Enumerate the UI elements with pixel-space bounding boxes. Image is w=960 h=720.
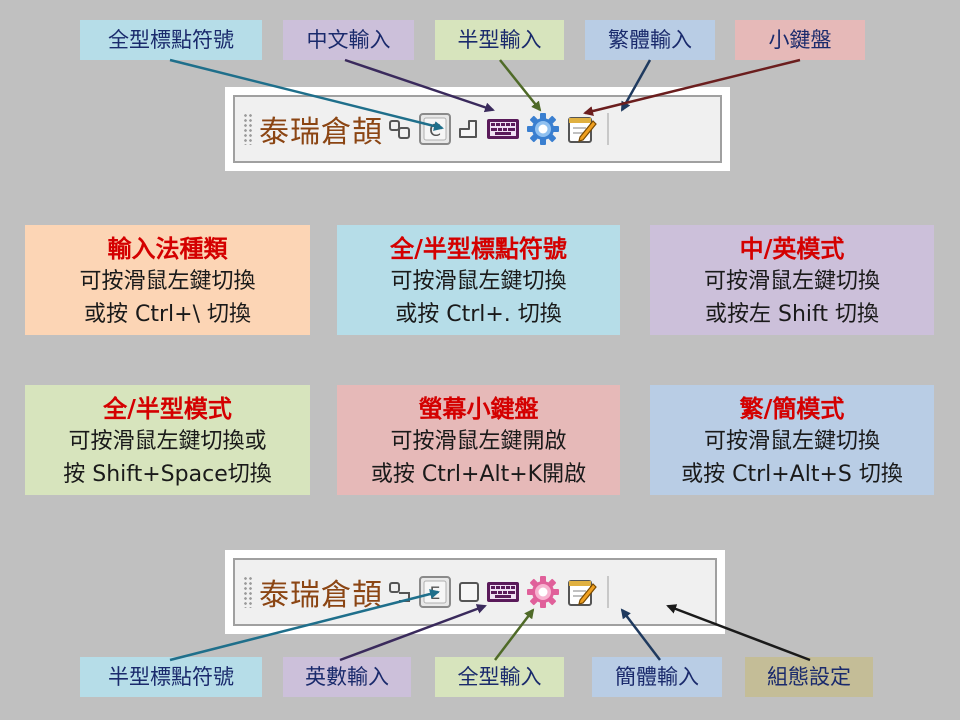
toolbar-top-screenshot: 泰瑞倉頡 C — [225, 87, 730, 171]
label-halfwidth-punctuation: 半型標點符號 — [80, 657, 262, 697]
arrow-fullwidth-input — [494, 608, 535, 661]
arrow-fullwidth-punctuation — [169, 58, 444, 131]
notepad-pencil-icon[interactable] — [566, 113, 598, 145]
card-title: 全/半型標點符號 — [390, 234, 567, 263]
arrow-soft-keyboard — [583, 58, 801, 116]
arrow-simplified-input — [620, 608, 661, 661]
card-traditional-simplified-mode: 繁/簡模式 可按滑鼠左鍵切換 或按 Ctrl+Alt+S 切換 — [650, 385, 934, 495]
card-line: 可按滑鼠左鍵切換 — [390, 269, 567, 294]
card-punctuation-width: 全/半型標點符號 可按滑鼠左鍵切換 或按 Ctrl+. 切換 — [337, 225, 620, 335]
label-traditional-input: 繁體輸入 — [585, 20, 715, 60]
punctuation-width-icon[interactable] — [388, 117, 412, 141]
card-title: 中/英模式 — [739, 234, 845, 263]
card-line: 可按滑鼠左鍵開啟 — [390, 429, 567, 454]
arrow-halfwidth-input — [499, 59, 542, 112]
gear-icon[interactable] — [526, 575, 560, 609]
label-simplified-input: 簡體輸入 — [592, 657, 722, 697]
ime-toolbar-bottom: 泰瑞倉頡 E — [233, 558, 717, 626]
card-title: 全/半型模式 — [103, 394, 232, 423]
keyboard-icon[interactable] — [486, 118, 520, 140]
notepad-pencil-icon[interactable] — [566, 576, 598, 608]
toolbar-end-separator — [607, 576, 609, 608]
shape-mode-icon[interactable] — [458, 118, 480, 140]
card-line: 可按滑鼠左鍵切換 — [703, 429, 880, 454]
label-halfwidth-input: 半型輸入 — [435, 20, 564, 60]
toolbar-grip-handle[interactable] — [243, 113, 253, 145]
card-line: 或按 Ctrl+Alt+S 切換 — [681, 462, 903, 487]
card-shape-width-mode: 全/半型模式 可按滑鼠左鍵切換或 按 Shift+Space切換 — [25, 385, 310, 495]
toolbar-bottom-screenshot: 泰瑞倉頡 E — [225, 550, 725, 634]
arrow-configuration — [666, 604, 811, 662]
arrow-english-input — [339, 604, 487, 662]
card-line: 可按滑鼠左鍵切換 — [79, 269, 256, 294]
ime-name-button[interactable]: 泰瑞倉頡 — [259, 115, 383, 150]
card-line: 可按滑鼠左鍵切換 — [703, 269, 880, 294]
card-input-method-type: 輸入法種類 可按滑鼠左鍵切換 或按 Ctrl+\ 切換 — [25, 225, 310, 335]
card-title: 繁/簡模式 — [739, 394, 845, 423]
label-configuration: 組態設定 — [745, 657, 873, 697]
label-soft-keyboard: 小鍵盤 — [735, 20, 865, 60]
card-screen-keyboard: 螢幕小鍵盤 可按滑鼠左鍵開啟 或按 Ctrl+Alt+K開啟 — [337, 385, 620, 495]
label-chinese-input: 中文輸入 — [283, 20, 414, 60]
ime-name-button[interactable]: 泰瑞倉頡 — [259, 578, 383, 613]
card-line: 或按 Ctrl+Alt+K開啟 — [370, 462, 587, 487]
arrow-halfwidth-punctuation — [169, 589, 440, 662]
card-line: 或按 Ctrl+\ 切換 — [84, 302, 251, 327]
card-line: 按 Shift+Space切換 — [63, 462, 272, 487]
shape-mode-icon[interactable] — [458, 581, 480, 603]
card-line: 或按 Ctrl+. 切換 — [395, 302, 562, 327]
keyboard-icon[interactable] — [486, 581, 520, 603]
gear-icon[interactable] — [526, 112, 560, 146]
card-chinese-english-mode: 中/英模式 可按滑鼠左鍵切換 或按左 Shift 切換 — [650, 225, 934, 335]
card-title: 輸入法種類 — [107, 234, 228, 263]
label-fullwidth-punctuation: 全型標點符號 — [80, 20, 262, 60]
toolbar-end-separator — [607, 113, 609, 145]
label-fullwidth-input: 全型輸入 — [435, 657, 564, 697]
arrow-chinese-input — [344, 58, 495, 113]
card-line: 可按滑鼠左鍵切換或 — [68, 429, 267, 454]
ime-toolbar-top: 泰瑞倉頡 C — [233, 95, 722, 163]
toolbar-grip-handle[interactable] — [243, 576, 253, 608]
card-title: 螢幕小鍵盤 — [418, 394, 539, 423]
label-english-input: 英數輸入 — [283, 657, 411, 697]
card-line: 或按左 Shift 切換 — [705, 302, 879, 327]
language-mode-letter: C — [429, 121, 441, 141]
